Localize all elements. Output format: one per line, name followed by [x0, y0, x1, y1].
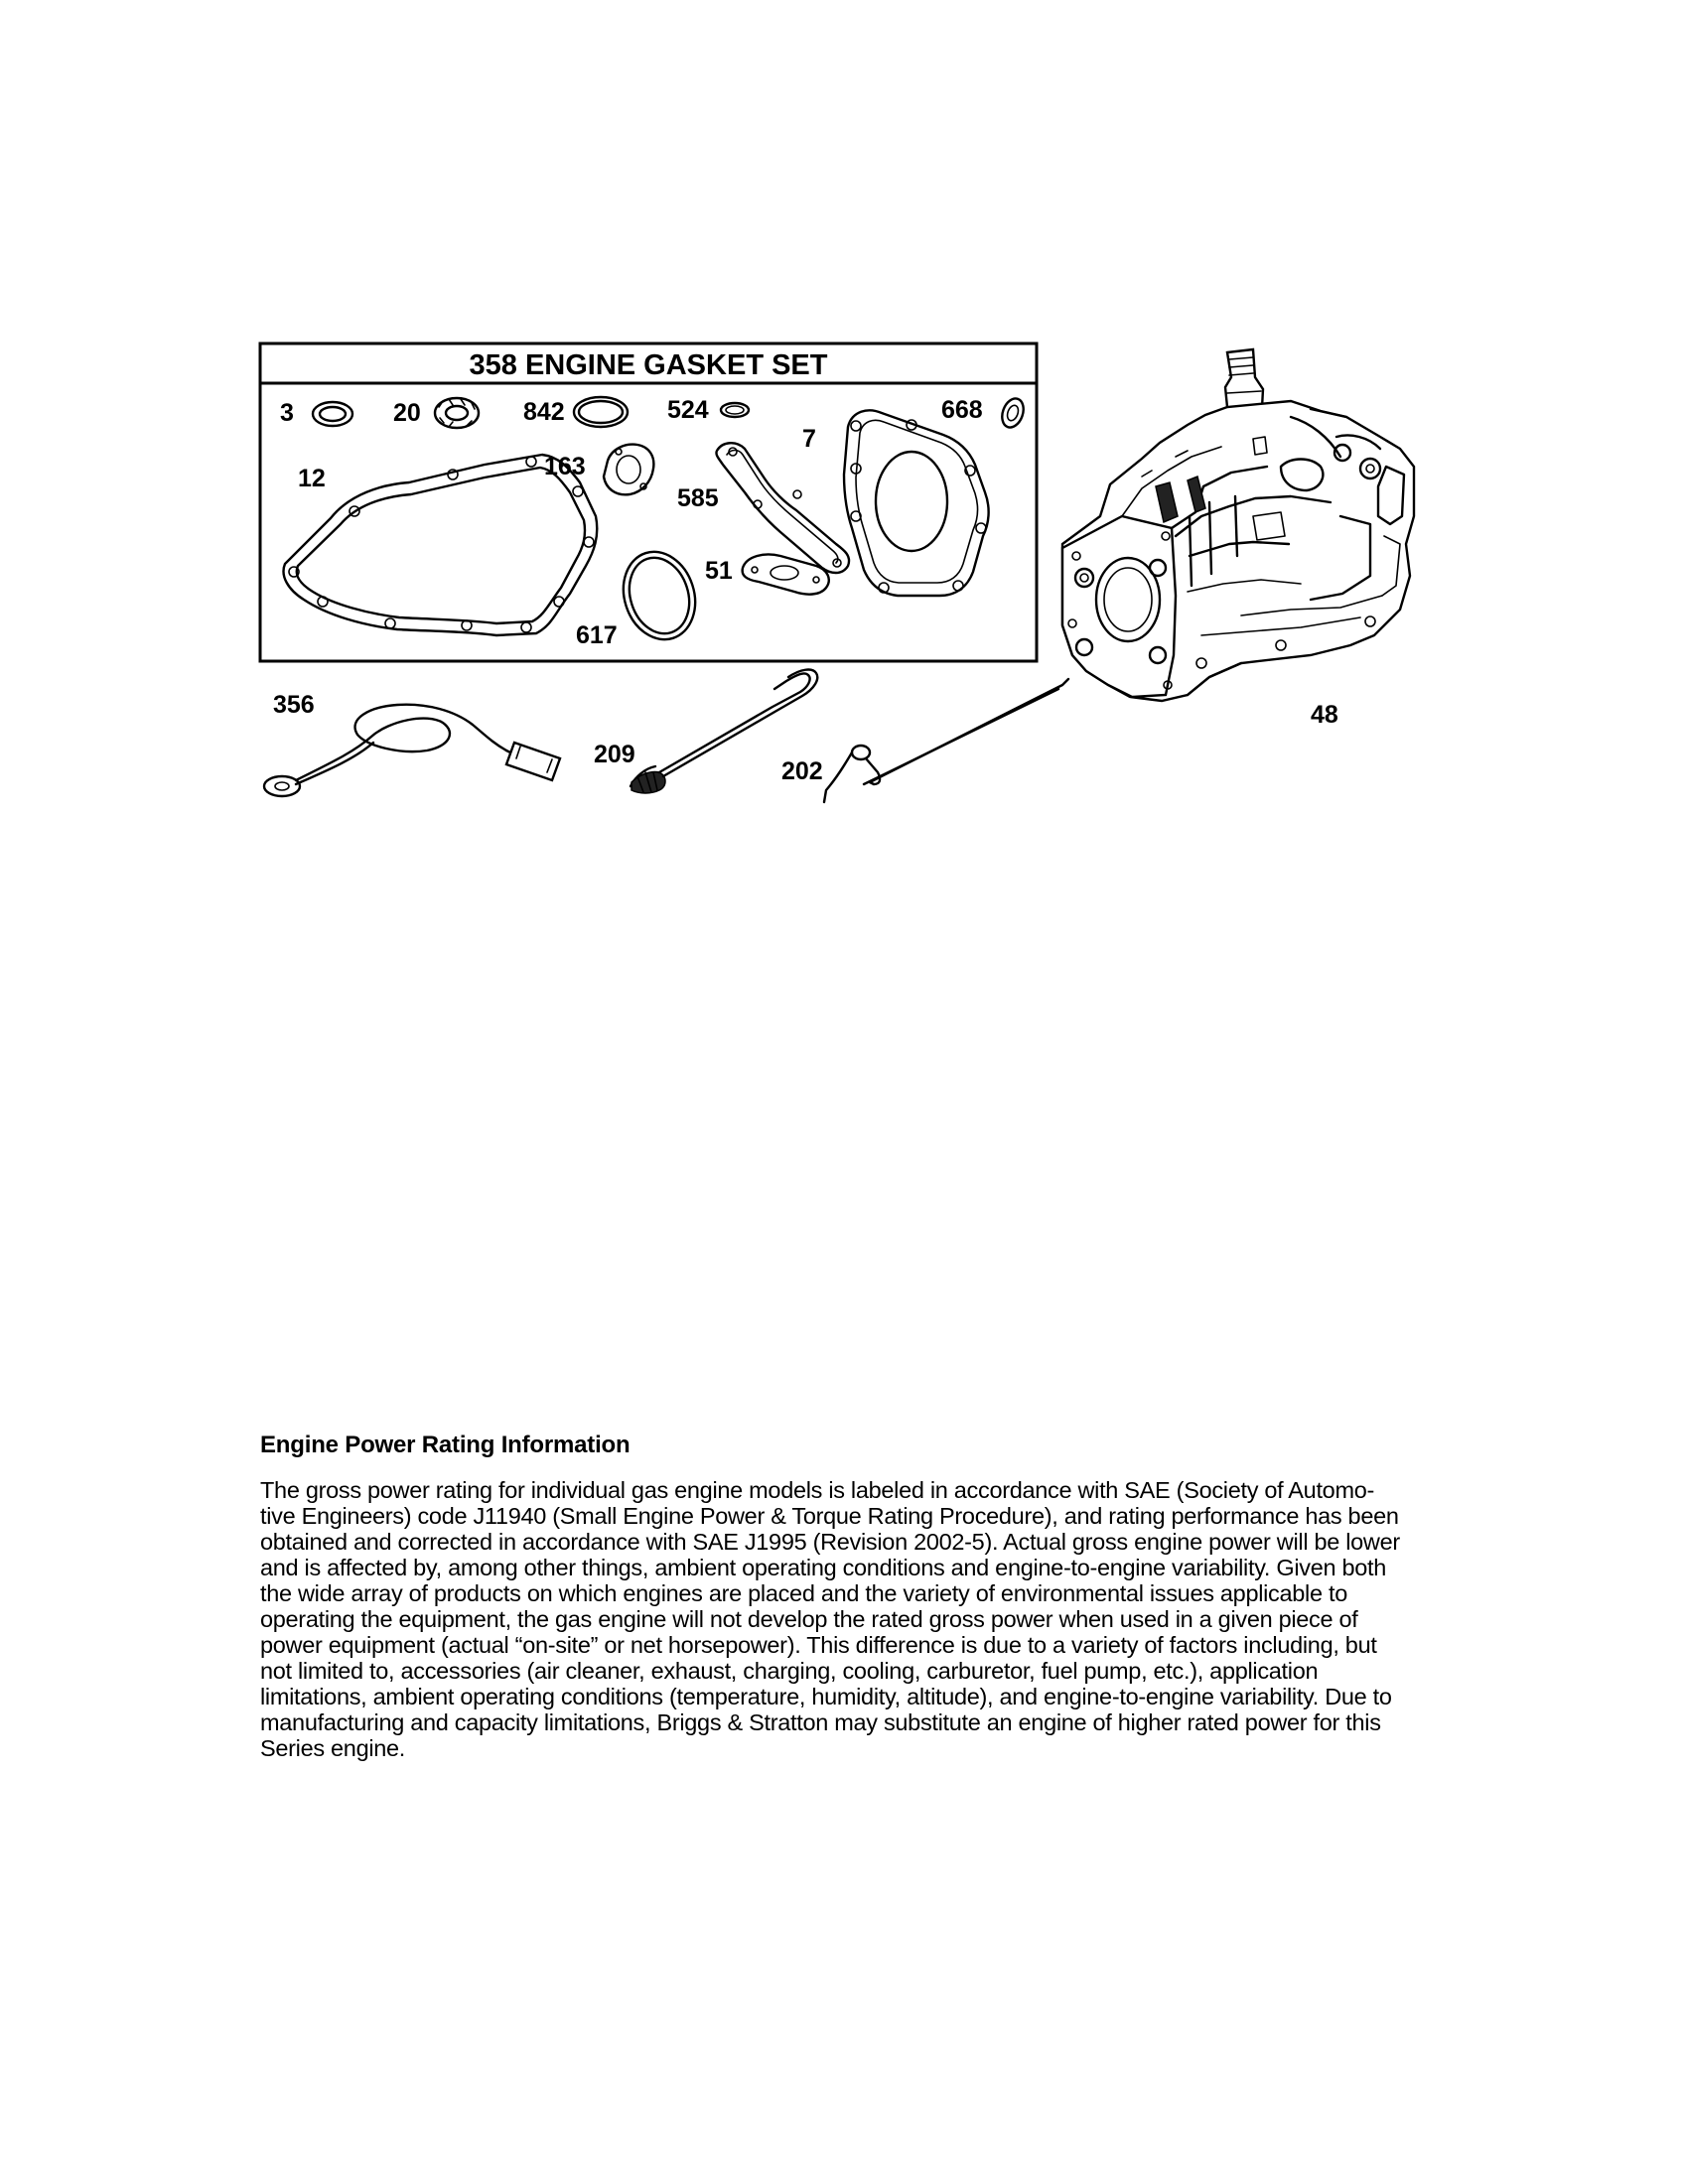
part-label-668: 668 [941, 396, 983, 424]
part-524-oring: 524 [667, 396, 751, 424]
parts-diagram: 358 ENGINE GASKET SET 3 20 842 524 668 1… [258, 341, 1416, 804]
part-label-842: 842 [523, 398, 565, 426]
part-label-356: 356 [273, 691, 315, 719]
part-163-carb-gasket: 163 [544, 443, 655, 496]
part-668-washer: 668 [941, 396, 1025, 429]
part-label-585: 585 [677, 484, 719, 512]
part-label-7: 7 [802, 425, 816, 453]
part-617-oring: 617 [576, 550, 697, 649]
part-label-20: 20 [393, 399, 421, 427]
part-585-intake-gasket: 585 [677, 442, 851, 575]
part-label-48: 48 [1311, 701, 1338, 729]
part-842-oring: 842 [523, 395, 630, 429]
part-20-oil-seal: 20 [393, 396, 481, 430]
gasket-set-box: 358 ENGINE GASKET SET [258, 341, 1039, 663]
part-label-524: 524 [667, 396, 709, 424]
part-51-exhaust-gasket: 51 [705, 553, 830, 596]
part-202-governor-link: 202 [781, 677, 1070, 804]
power-rating-info: Engine Power Rating Information The gros… [260, 1432, 1400, 1761]
part-label-51: 51 [705, 557, 733, 585]
part-label-202: 202 [781, 757, 823, 785]
part-label-12: 12 [298, 465, 326, 492]
info-body-text: The gross power rating for individual ga… [260, 1477, 1400, 1761]
gasket-set-title: 358 ENGINE GASKET SET [470, 349, 828, 381]
info-heading: Engine Power Rating Information [260, 1432, 631, 1458]
part-48-engine-block: 48 [1060, 347, 1416, 729]
part-3-seal: 3 [280, 399, 354, 428]
part-7-head-gasket: 7 [802, 409, 990, 598]
part-label-3: 3 [280, 399, 294, 427]
part-label-209: 209 [594, 741, 635, 768]
part-209-governor-spring: 209 [594, 668, 819, 794]
part-label-617: 617 [576, 621, 618, 649]
part-356-ground-wire: 356 [262, 691, 562, 798]
part-12-crankcase-gasket: 12 [282, 453, 599, 637]
part-label-163: 163 [544, 453, 586, 480]
